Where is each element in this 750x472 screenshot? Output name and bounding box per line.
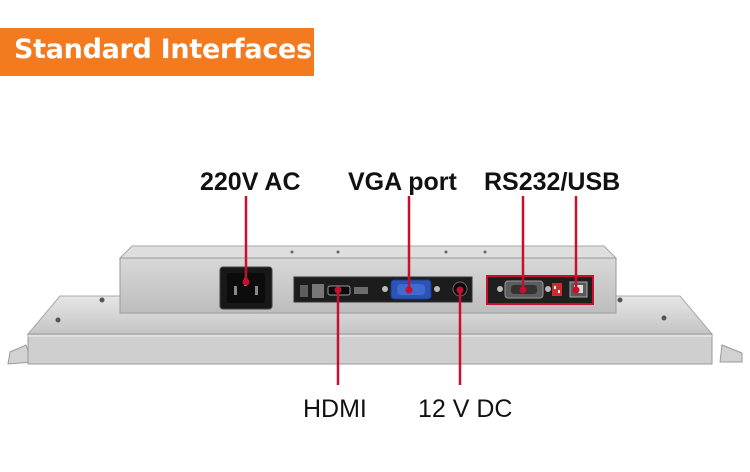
frame-front (27, 333, 713, 365)
dip-switch (552, 283, 562, 296)
callout-label-rs232-usb: RS232/USB (484, 168, 621, 196)
callout-label-12v-dc: 12 V DC (418, 395, 513, 423)
title-banner: Standard Interfaces (0, 28, 314, 76)
callout-lines (242, 196, 580, 385)
banner-title: Standard Interfaces (14, 34, 312, 65)
callout-label-220v-ac: 220V AC (200, 168, 301, 196)
chassis-top (118, 245, 618, 259)
mount-tab-right (719, 344, 743, 363)
callout-label-hdmi: HDMI (303, 395, 367, 423)
callout-label-vga-port: VGA port (348, 168, 457, 196)
